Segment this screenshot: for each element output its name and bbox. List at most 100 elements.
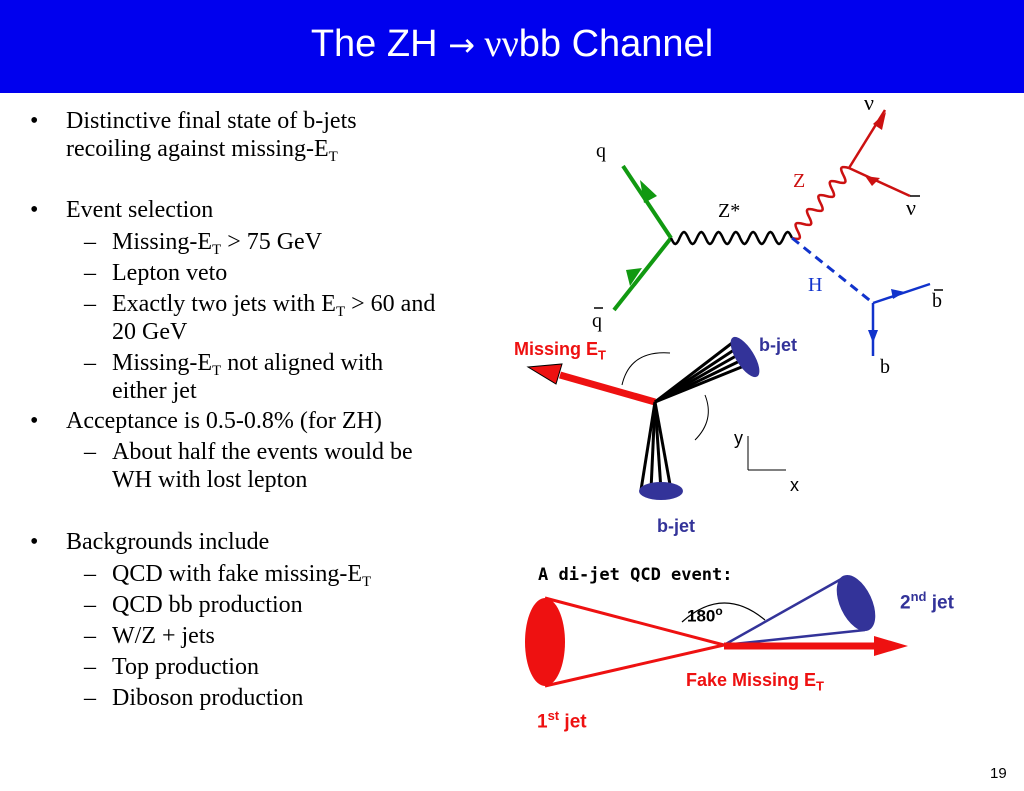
bullet-1-line-1: Distinctive final state of b-jets	[66, 108, 357, 134]
subscript-t: T	[598, 347, 606, 363]
jet-word: jet	[926, 592, 954, 614]
sub-dash: –	[84, 592, 96, 618]
jet-track	[639, 401, 657, 491]
bullet-4-sub-5: Diboson production	[112, 685, 304, 711]
jet-ordinal: nd	[910, 589, 927, 604]
bullet-dot: •	[30, 529, 39, 555]
qcd-title: A di-jet QCD event:	[538, 565, 733, 585]
bullet-2-sub-4-line-1: Missing-ET not aligned with	[112, 350, 383, 380]
label-z: Z	[793, 170, 806, 192]
subscript-t: T	[212, 242, 222, 258]
bullet-2: Event selection	[66, 197, 214, 223]
sub-dash: –	[84, 561, 96, 587]
jet-track	[653, 401, 663, 491]
bullet-1-text: recoiling against missing-E	[66, 136, 329, 162]
sub-dash: –	[84, 685, 96, 711]
sub-text-tail: > 75 GeV	[221, 229, 323, 255]
label-nubar: ν	[906, 195, 916, 220]
label-angle-180: 180o	[687, 604, 723, 627]
bullet-3-sub-1-line-1: About half the events would be	[112, 439, 413, 465]
label-b-jet-bottom: b-jet	[657, 516, 695, 536]
label-axis-y: y	[734, 428, 743, 448]
title-suffix: bb Channel	[518, 23, 714, 65]
label-h: H	[808, 274, 823, 296]
bbar-arrow-icon	[891, 289, 905, 299]
quark-arrow-icon	[640, 180, 657, 203]
degree-sup: o	[715, 604, 723, 618]
jet-track	[649, 401, 657, 491]
bullet-2-sub-3-line-2: 20 GeV	[112, 319, 188, 345]
title-arrow: →	[448, 26, 475, 64]
label-second-jet: 2nd jet	[900, 589, 954, 614]
b-jet-top-icon	[730, 336, 760, 378]
angle-180-arc	[681, 602, 766, 623]
sub-dash: –	[84, 654, 96, 680]
jet-track	[653, 401, 673, 491]
jet-number: 1	[537, 711, 548, 733]
missing-et-arrow	[559, 371, 656, 406]
bullet-4-sub-4: Top production	[112, 654, 259, 680]
b-arrow-icon	[868, 330, 878, 343]
bullet-1-line-2: recoiling against missing-ET	[66, 136, 338, 166]
subscript-t: T	[816, 678, 824, 694]
bullet-4-sub-3: W/Z + jets	[112, 623, 215, 649]
higgs-line	[791, 236, 874, 305]
label-bbar: b	[932, 290, 942, 312]
first-jet-icon	[525, 598, 565, 686]
sub-text: Missing-E	[112, 229, 213, 255]
antineutrino-arrow-icon	[865, 176, 880, 186]
sub-dash: –	[84, 623, 96, 649]
label-b-jet-top: b-jet	[759, 335, 797, 355]
antiquark-line	[612, 236, 673, 312]
sub-text-tail: > 60 and	[345, 291, 436, 317]
b-jet-bottom-icon	[639, 482, 683, 500]
missing-et-text: Missing E	[514, 339, 599, 359]
bullet-4-sub-2: QCD bb production	[112, 592, 303, 618]
zstar-propagator	[669, 230, 794, 246]
first-jet-cone-edge	[544, 596, 725, 647]
jet-number: 2	[900, 592, 911, 614]
label-axis-x: x	[790, 475, 799, 495]
second-jet-icon	[836, 574, 876, 632]
angle-arc	[621, 352, 671, 386]
jet-ordinal: st	[547, 708, 560, 723]
label-fake-missing-et: Fake Missing ET	[686, 670, 824, 694]
bullet-dot: •	[30, 197, 39, 223]
antineutrino-line	[848, 166, 911, 198]
sub-dash: –	[84, 439, 96, 465]
bullet-2-sub-4-line-2: either jet	[112, 378, 197, 404]
sub-dash: –	[84, 229, 96, 255]
angle-value: 180	[687, 606, 716, 626]
subscript-t: T	[335, 304, 346, 320]
subscript-t: T	[361, 574, 372, 590]
sub-dash: –	[84, 260, 96, 286]
first-jet-cone-edge	[544, 643, 725, 688]
bullet-3-sub-1-line-2: WH with lost lepton	[112, 467, 308, 493]
label-qbar: q	[592, 310, 602, 332]
angle-arc	[694, 394, 709, 441]
subscript-t: T	[328, 149, 338, 165]
label-b: b	[880, 356, 890, 378]
second-jet-cone-edge	[723, 576, 844, 647]
slide-title: The ZH → ννbb Channel	[0, 22, 1024, 66]
sub-text: QCD with fake missing-E	[112, 561, 362, 587]
bullet-2-sub-3-line-1: Exactly two jets with ET > 60 and	[112, 291, 435, 321]
bullet-3: Acceptance is 0.5-0.8% (for ZH)	[66, 408, 382, 434]
fake-missing-text: Fake Missing E	[686, 670, 817, 690]
jet-word: jet	[559, 711, 587, 733]
label-nu: ν	[864, 90, 874, 115]
bullet-4-sub-1: QCD with fake missing-ET	[112, 561, 371, 591]
jet-track	[654, 362, 750, 404]
quark-line	[621, 164, 673, 240]
bullet-dot: •	[30, 108, 39, 134]
bullet-2-sub-1: Missing-ET > 75 GeV	[112, 229, 322, 259]
bullet-dot: •	[30, 408, 39, 434]
bullet-4: Backgrounds include	[66, 529, 270, 555]
label-zstar: Z*	[718, 200, 741, 222]
subscript-t: T	[212, 363, 222, 379]
sub-text: Missing-E	[112, 350, 213, 376]
label-missing-et: Missing ET	[514, 339, 606, 363]
sub-text: Exactly two jets with E	[112, 291, 336, 317]
fake-missing-et-arrowhead-icon	[874, 636, 908, 656]
title-prefix: The ZH	[310, 23, 449, 65]
